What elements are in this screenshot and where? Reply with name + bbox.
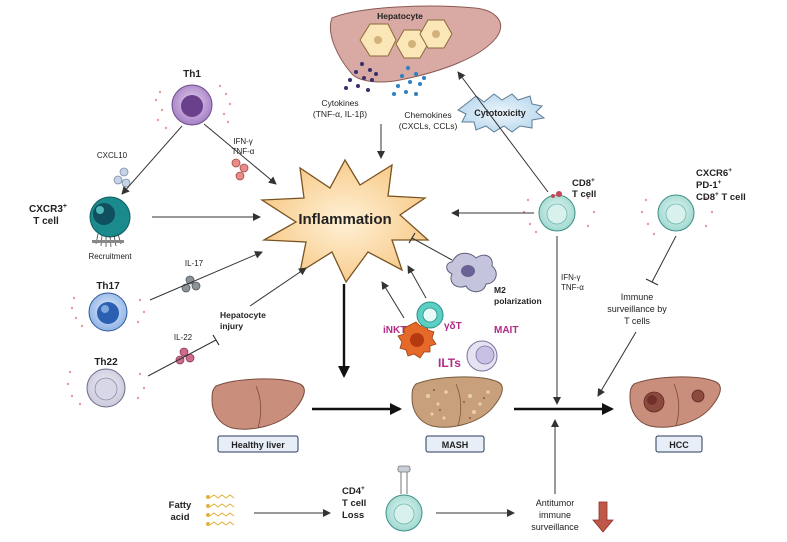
- hcc-box: HCC: [655, 435, 703, 453]
- inflammation-label: Inflammation: [298, 211, 391, 228]
- cytokines-label: Cytokines: [321, 98, 358, 108]
- cytotoxicity-label: Cytotoxicity: [474, 108, 526, 118]
- healthy-liver-label: Healthy liver: [231, 440, 285, 450]
- th1-cell: Th1: [154, 69, 232, 130]
- chemokine-dots: [392, 66, 426, 96]
- mash-liver-image: [411, 376, 503, 428]
- th1-to-cxcr3-arrow: [121, 125, 183, 195]
- immune-surveillance-label: Immune: [621, 292, 654, 302]
- cxcl10-molecules: [113, 167, 131, 188]
- m2-polarization-label: polarization: [494, 296, 542, 306]
- hepatocyte-liver: Hepatocyte: [329, 5, 502, 83]
- antitumor-label-3: surveillance: [531, 522, 579, 532]
- cytotoxicity-burst: Cytotoxicity: [457, 93, 546, 133]
- m2-inhibit-line: [411, 237, 453, 261]
- th22-inhibit-bar: [212, 334, 220, 346]
- il17-label: IL-17: [185, 259, 204, 268]
- cxcr6-pd1-cd8-cell: [640, 194, 714, 236]
- cd8-t-cell: [522, 191, 596, 234]
- recruitment-label: Recruitment: [88, 252, 132, 261]
- surveillance-to-hcc-arrow: [597, 331, 637, 397]
- cytokine-dots: [344, 62, 378, 92]
- th1-signal-tnf: TNF-α: [232, 147, 255, 156]
- hepatocyte-label: Hepatocyte: [377, 11, 423, 21]
- mash-label: MASH: [442, 440, 469, 450]
- th17-cell: Th17: [70, 281, 146, 332]
- th17-label: Th17: [96, 281, 120, 292]
- cd4-loss-label: Loss: [342, 510, 364, 521]
- cd4-label: CD4+: [342, 485, 365, 497]
- gdt-label: γδT: [444, 321, 462, 332]
- m2-inhibit-bar: [408, 232, 416, 244]
- cd8-t-cell-label: T cell: [572, 189, 596, 200]
- injury-to-inflammation-arrow: [249, 267, 307, 307]
- m2-label: M2: [494, 285, 506, 295]
- healthy-liver-box: Healthy liver: [217, 435, 299, 453]
- fatty-acid-label: Fatty: [169, 500, 192, 511]
- hep-injury-label: Hepatocyte: [220, 310, 266, 320]
- gdt-cell: [416, 301, 444, 329]
- th1-to-inflammation-arrow: [203, 123, 277, 185]
- cd4-t-cell-label: T cell: [342, 498, 366, 509]
- immune-surveillance-label-3: T cells: [624, 316, 650, 326]
- m2-macrophage: [446, 252, 497, 293]
- chemokines-label: Chemokines: [404, 110, 451, 120]
- th17-to-inflammation-arrow: [149, 251, 263, 301]
- mait-label: MAIT: [494, 325, 518, 336]
- cxcr3-label: CXCR3+: [29, 203, 67, 215]
- ilts-label: ILTs: [438, 356, 461, 370]
- gdt-to-inflammation-arrow: [407, 265, 427, 299]
- fatty-acid-molecules: [209, 494, 235, 526]
- decrease-arrow-icon: [592, 501, 614, 533]
- th1-cytokine-molecules: [231, 158, 249, 181]
- cxcr3-t-cell-label: T cell: [33, 216, 59, 227]
- mash-box: MASH: [425, 435, 485, 453]
- chemokines-detail: (CXCLs, CCLs): [399, 121, 458, 131]
- antitumor-label-2: immune: [539, 510, 571, 520]
- cd8-ifn-label: IFN-γ: [561, 273, 581, 282]
- fatty-acid-heads: [206, 495, 210, 526]
- th22-cell: Th22: [66, 357, 146, 408]
- cxcr3-t-cell: [89, 196, 131, 248]
- cxcr6-inhibit-line: [651, 235, 677, 283]
- antitumor-label: Antitumor: [536, 498, 575, 508]
- th22-label: Th22: [94, 357, 118, 368]
- il17-molecules: [181, 275, 201, 293]
- cd8-label: CD8+: [572, 177, 595, 189]
- mait-cell: [466, 340, 498, 372]
- il22-label: IL-22: [174, 333, 193, 342]
- hep-injury-label-2: injury: [220, 321, 243, 331]
- cxcr6-inhibit-bar: [645, 278, 659, 286]
- cd8-to-hepatocyte-arrow: [457, 71, 549, 193]
- inkt-to-inflammation-arrow: [381, 281, 405, 319]
- cxcl10-label: CXCL10: [97, 151, 128, 160]
- hcc-label: HCC: [669, 440, 689, 450]
- immune-surveillance-label-2: surveillance by: [607, 304, 667, 314]
- cd4-t-cell: [385, 465, 423, 532]
- il22-molecules: [175, 347, 195, 365]
- th1-label: Th1: [183, 69, 201, 80]
- cxcr6-cd8-label: CD8+ T cell: [696, 191, 746, 203]
- th1-signal-ifn: IFN-γ: [233, 137, 253, 146]
- inflammation-star: Inflammation: [259, 158, 430, 284]
- pd1-label: PD-1+: [696, 179, 722, 191]
- cd8-tnf-label: TNF-α: [561, 283, 584, 292]
- healthy-liver-image: [211, 378, 305, 430]
- cxcr6-label: CXCR6+: [696, 167, 732, 179]
- inkt-label: iNKT: [383, 325, 406, 336]
- cytokines-detail: (TNF-α, IL-1β): [313, 109, 367, 119]
- th22-inhibit-line: [147, 339, 217, 377]
- fatty-acid-label-2: acid: [170, 512, 189, 523]
- hcc-liver-image: [629, 376, 721, 428]
